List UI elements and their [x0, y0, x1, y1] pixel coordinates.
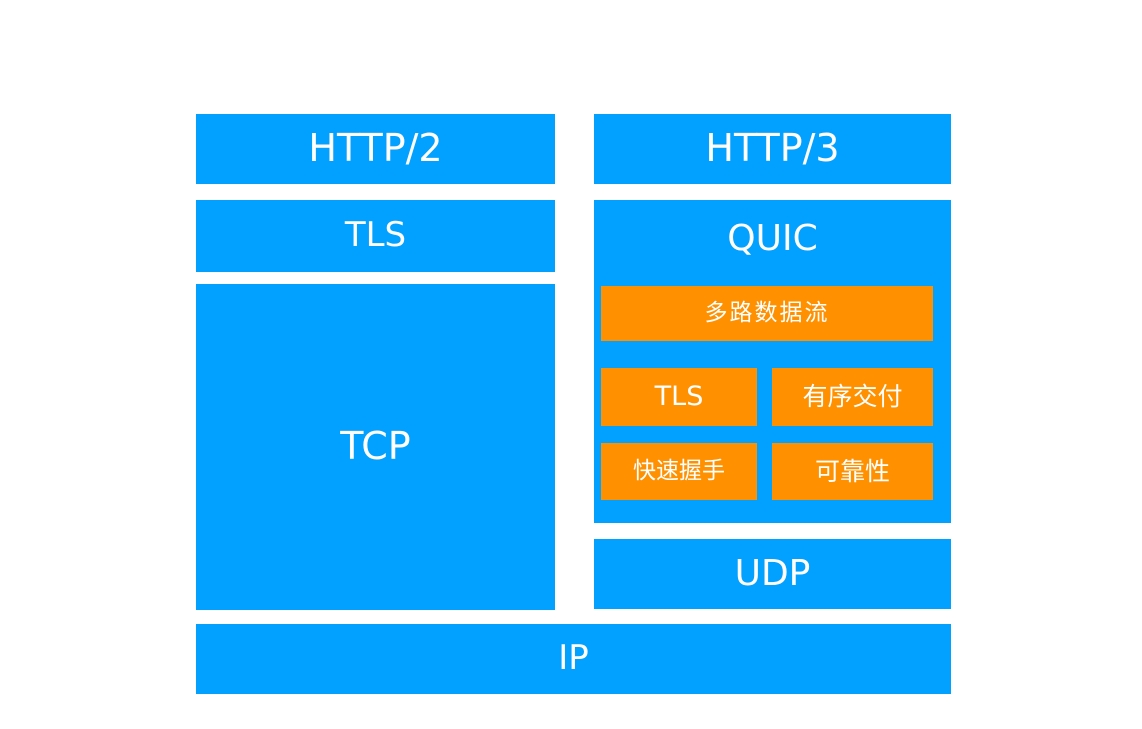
quic-feature-ordered-delivery: 有序交付 [772, 368, 933, 426]
quic-feature-reliability: 可靠性 [772, 443, 933, 500]
layer-box-ip: IP [196, 624, 951, 694]
quic-feature-multiplexed-streams: 多路数据流 [601, 286, 933, 341]
quic-label: QUIC [727, 218, 818, 260]
layer-box-http3: HTTP/3 [594, 114, 951, 184]
quic-feature-tls: TLS [601, 368, 757, 426]
layer-box-tls: TLS [196, 200, 555, 272]
layer-box-udp: UDP [594, 539, 951, 609]
layer-box-tcp: TCP [196, 284, 555, 610]
layer-box-http2: HTTP/2 [196, 114, 555, 184]
quic-feature-fast-handshake: 快速握手 [601, 443, 757, 500]
